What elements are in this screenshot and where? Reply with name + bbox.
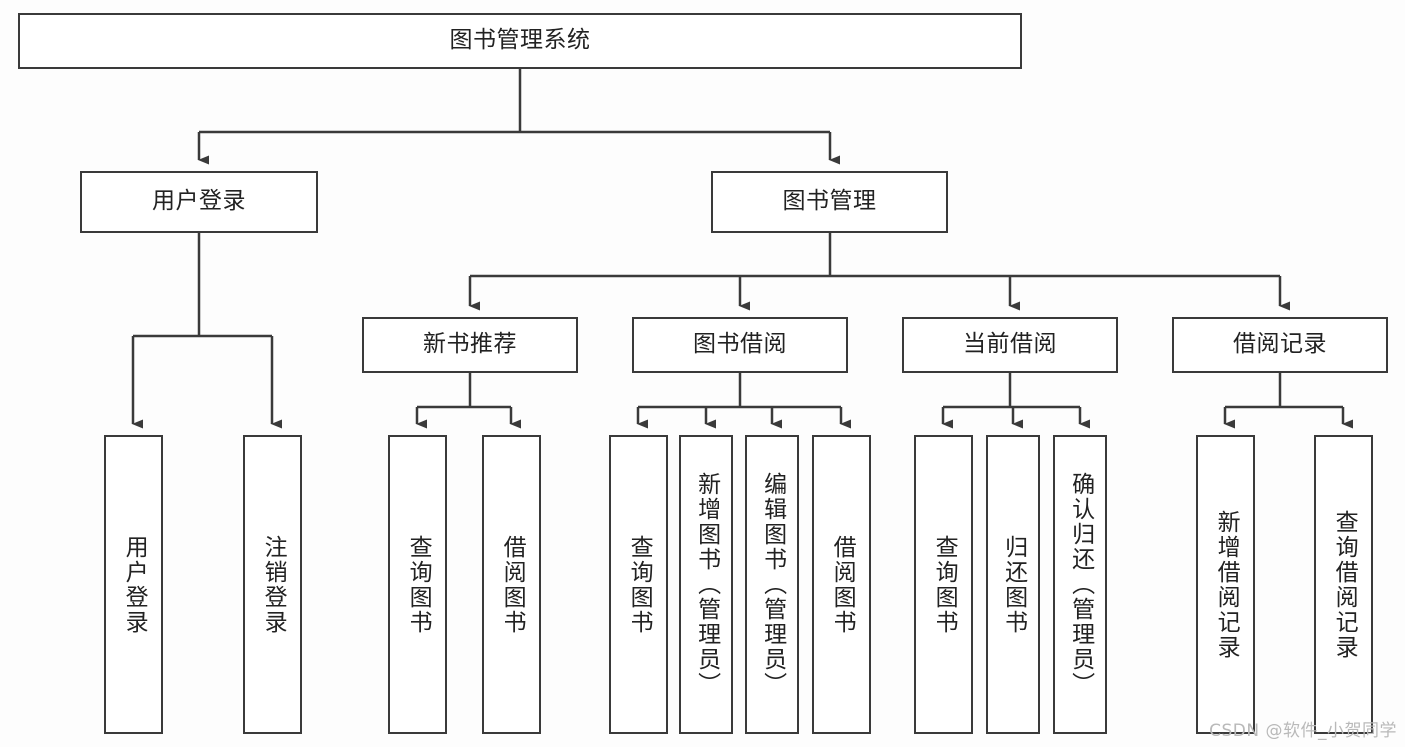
- leaf-logout[interactable]: 注销登录: [243, 435, 302, 734]
- node-book-manage[interactable]: 图书管理: [711, 171, 948, 233]
- leaf-query-book-cur-label: 查询图书: [931, 534, 958, 635]
- leaf-edit-book[interactable]: 编辑图书（管理员）: [745, 435, 799, 734]
- leaf-user-login-label: 用户登录: [121, 534, 148, 635]
- node-current-borrow[interactable]: 当前借阅: [902, 317, 1118, 373]
- leaf-query-book-rec-label: 查询图书: [405, 534, 432, 635]
- leaf-edit-book-label: 编辑图书（管理员）: [759, 472, 786, 697]
- leaf-return-book-label: 归还图书: [1000, 534, 1027, 635]
- leaf-add-book[interactable]: 新增图书（管理员）: [679, 435, 733, 734]
- leaf-borrow-book-rec-label: 借阅图书: [499, 534, 526, 635]
- leaf-add-record[interactable]: 新增借阅记录: [1196, 435, 1255, 734]
- leaf-query-record-label: 查询借阅记录: [1331, 509, 1358, 660]
- leaf-add-record-label: 新增借阅记录: [1213, 509, 1240, 660]
- connector-bookmanage-to-level2: [468, 233, 1290, 311]
- connector-newbook-to-leaves: [415, 373, 521, 429]
- node-new-book-recommend-label: 新书推荐: [423, 331, 517, 358]
- leaf-query-book-borrow[interactable]: 查询图书: [609, 435, 668, 734]
- leaf-borrow-book[interactable]: 借阅图书: [812, 435, 871, 734]
- leaf-query-book-cur[interactable]: 查询图书: [914, 435, 973, 734]
- connector-userlogin-to-leaves: [131, 233, 282, 429]
- leaf-confirm-return-label: 确认归还（管理员）: [1067, 472, 1094, 697]
- csdn-watermark: CSDN @软件_小贺同学: [1209, 721, 1397, 741]
- leaf-user-login[interactable]: 用户登录: [104, 435, 163, 734]
- leaf-return-book[interactable]: 归还图书: [986, 435, 1040, 734]
- node-new-book-recommend[interactable]: 新书推荐: [362, 317, 578, 373]
- leaf-add-book-label: 新增图书（管理员）: [693, 472, 720, 697]
- node-borrow-record[interactable]: 借阅记录: [1172, 317, 1388, 373]
- connector-root-to-level1: [197, 69, 840, 165]
- connector-borrowrecord-to-leaves: [1223, 373, 1353, 429]
- leaf-query-record[interactable]: 查询借阅记录: [1314, 435, 1373, 734]
- leaf-query-book-rec[interactable]: 查询图书: [388, 435, 447, 734]
- node-user-login[interactable]: 用户登录: [80, 171, 318, 233]
- leaf-query-book-borrow-label: 查询图书: [626, 534, 653, 635]
- node-user-login-label: 用户登录: [152, 188, 246, 215]
- leaf-borrow-book-rec[interactable]: 借阅图书: [482, 435, 541, 734]
- node-root-label: 图书管理系统: [449, 27, 591, 54]
- leaf-borrow-book-label: 借阅图书: [829, 534, 856, 635]
- node-current-borrow-label: 当前借阅: [963, 331, 1057, 358]
- node-book-manage-label: 图书管理: [782, 188, 877, 215]
- node-root[interactable]: 图书管理系统: [18, 13, 1022, 69]
- leaf-logout-label: 注销登录: [260, 534, 287, 635]
- leaf-confirm-return[interactable]: 确认归还（管理员）: [1053, 435, 1107, 734]
- node-borrow-record-label: 借阅记录: [1233, 331, 1327, 358]
- connector-currentborrow-to-leaves: [941, 373, 1090, 429]
- connector-bookborrow-to-leaves: [636, 373, 851, 429]
- node-book-borrow-label: 图书借阅: [693, 331, 787, 358]
- node-book-borrow[interactable]: 图书借阅: [632, 317, 848, 373]
